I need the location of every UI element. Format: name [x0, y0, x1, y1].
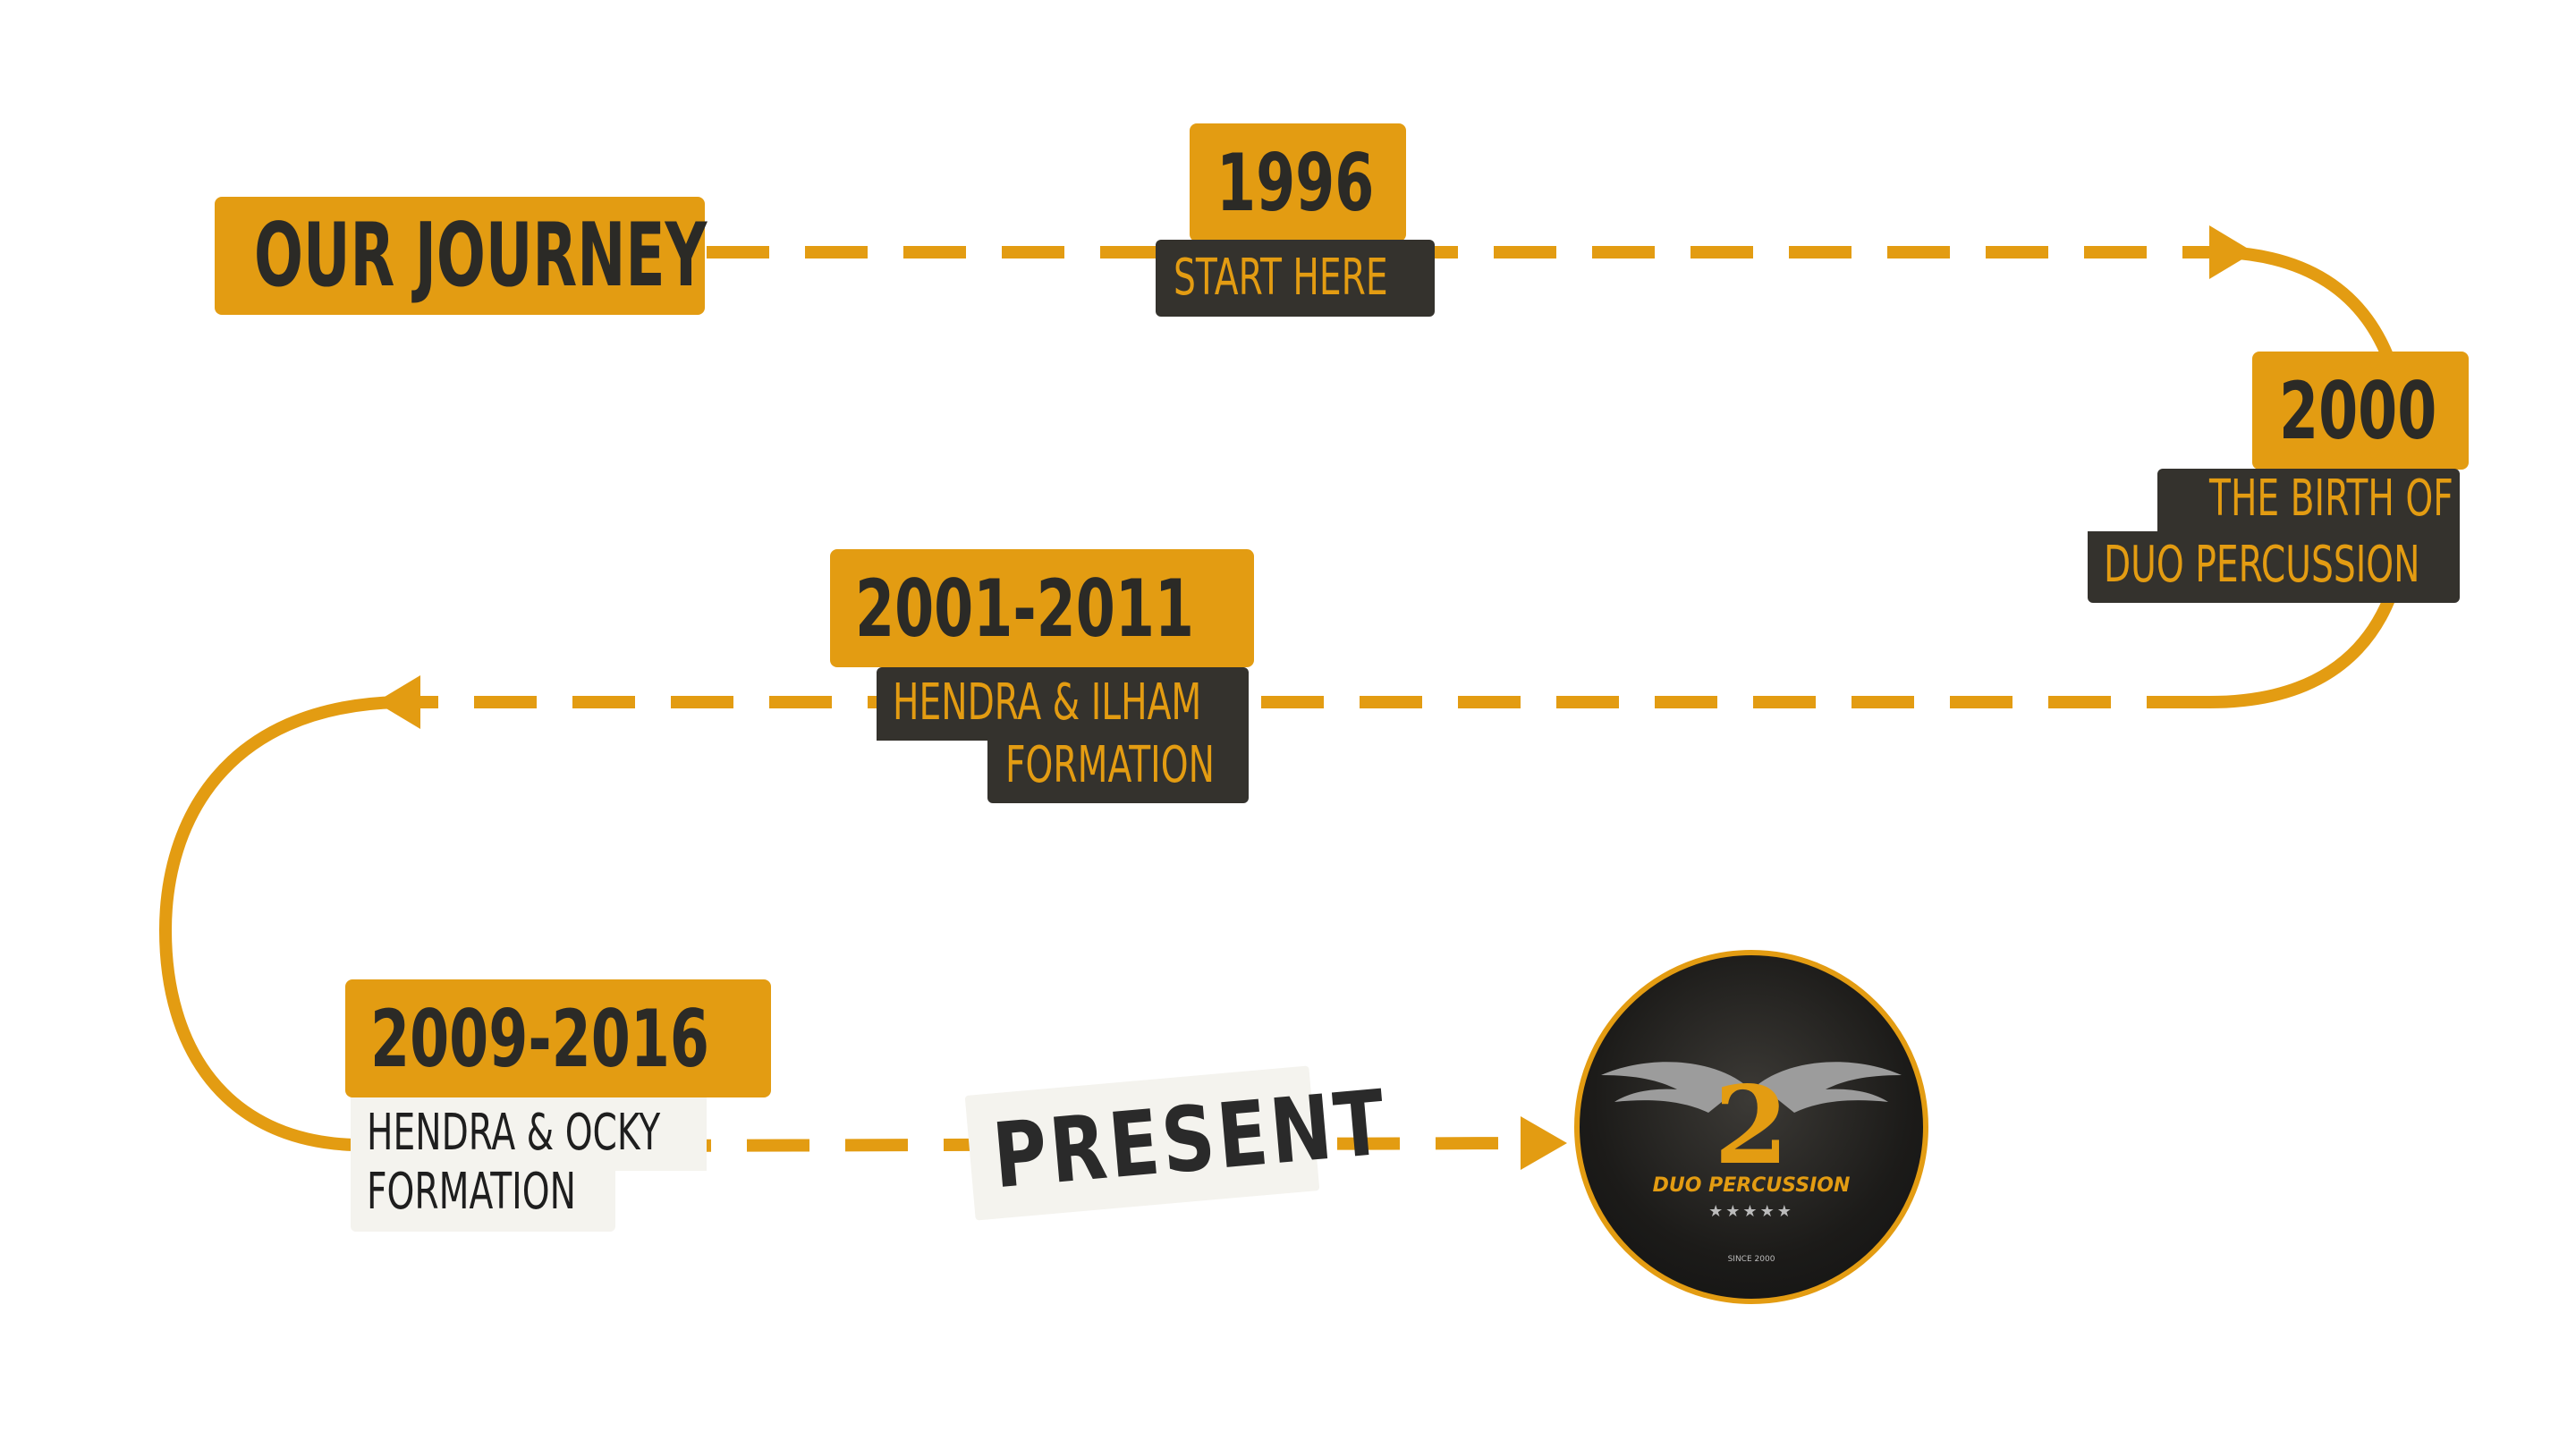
milestone-2009-2016-caption-line2: FORMATION [367, 1163, 576, 1222]
logo-since: SINCE 2000 [1728, 1255, 1775, 1264]
milestone-2000-caption-bg-top [2157, 469, 2460, 531]
milestone-2001-2011-caption-line2: FORMATION [1005, 736, 1215, 795]
milestone-2009-2016-caption-bg-bottom [351, 1171, 615, 1232]
logo-number: 2 [1714, 1063, 1789, 1189]
milestone-2000-year: 2000 [2252, 352, 2469, 470]
arrow-end-head [1521, 1116, 1567, 1170]
path-curve-left [158, 696, 399, 1151]
milestone-2000-caption-bg-bottom [2088, 531, 2460, 603]
milestone-2000-caption-line1: THE BIRTH OF [2209, 470, 2453, 529]
arrow-right-head [2209, 225, 2254, 279]
milestone-2009-2016-caption-bg-top [351, 1097, 707, 1171]
milestone-1996-caption: START HERE [1156, 240, 1435, 317]
milestone-2000-caption-line2: DUO PERCUSSION [2104, 536, 2420, 595]
milestone-2001-2011-caption-bg-top [877, 667, 1249, 741]
arrow-left-head [376, 675, 420, 729]
milestone-1996-year: 1996 [1190, 123, 1406, 242]
duo-percussion-logo: 2 DUO PERCUSSION ★★★★★ SINCE 2000 [1574, 950, 1928, 1304]
logo-stars: ★★★★★ [1708, 1202, 1794, 1221]
milestone-2001-2011-caption-bg-bottom [987, 741, 1249, 803]
milestone-2001-2011-year: 2001-2011 [830, 549, 1254, 667]
milestone-2001-2011-caption-line1: HENDRA & ILHAM [893, 674, 1202, 733]
logo-name: DUO PERCUSSION [1653, 1174, 1851, 1197]
title-box: OUR JOURNEY [215, 197, 708, 315]
milestone-2009-2016-year: 2009-2016 [345, 979, 771, 1097]
page-title: OUR JOURNEY [254, 205, 708, 307]
wings-icon: 2 DUO PERCUSSION ★★★★★ SINCE 2000 [1601, 1062, 1902, 1264]
milestone-2009-2016-caption-line1: HENDRA & OCKY [367, 1104, 661, 1163]
